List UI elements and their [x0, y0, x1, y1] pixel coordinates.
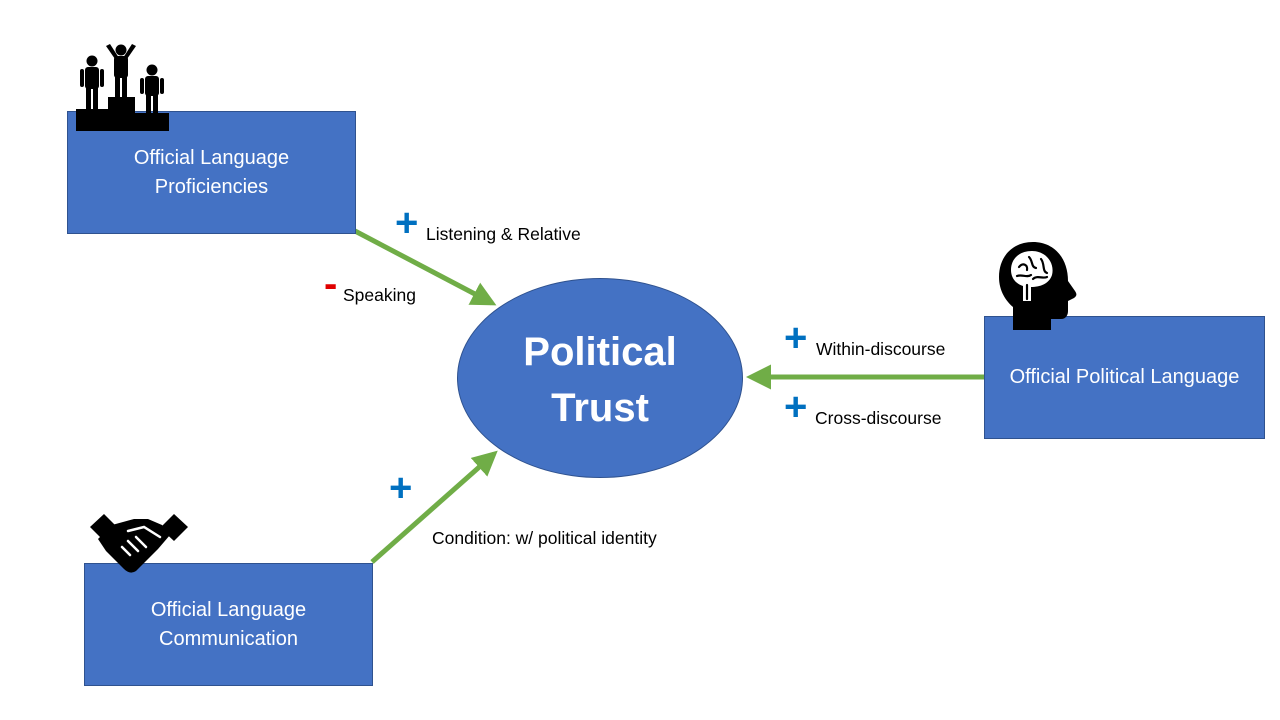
negative-sign: -: [324, 262, 338, 306]
edge-label-cross-discourse: Cross-discourse: [815, 408, 942, 428]
handshake-icon: [90, 514, 188, 573]
brain-head-icon: [999, 242, 1077, 330]
node-official-language-communication: Official Language Communication: [84, 563, 373, 686]
edge-label-speaking: Speaking: [343, 285, 416, 305]
positive-sign: +: [784, 316, 808, 360]
node-political-trust: Political Trust: [457, 278, 743, 478]
arrow-communication-to-trust: [370, 450, 498, 564]
positive-sign: +: [389, 466, 413, 510]
positive-sign: +: [395, 201, 419, 245]
node-title: Political Trust: [523, 330, 677, 430]
podium-icon: [76, 44, 169, 131]
edge-label-listening: Listening & Relative: [426, 224, 581, 244]
positive-sign: +: [784, 385, 808, 429]
node-official-political-language: Official Political Language: [984, 316, 1265, 439]
node-label: Official Language Proficiencies: [133, 147, 290, 198]
edge-label-condition: Condition: w/ political identity: [432, 528, 657, 548]
edge-label-within-discourse: Within-discourse: [816, 339, 946, 359]
node-label: Official Language Communication: [150, 599, 307, 650]
arrow-proficiencies-to-trust: [353, 228, 497, 306]
node-label: Official Political Language: [1009, 366, 1240, 388]
node-official-language-proficiencies: Official Language Proficiencies: [67, 111, 356, 234]
